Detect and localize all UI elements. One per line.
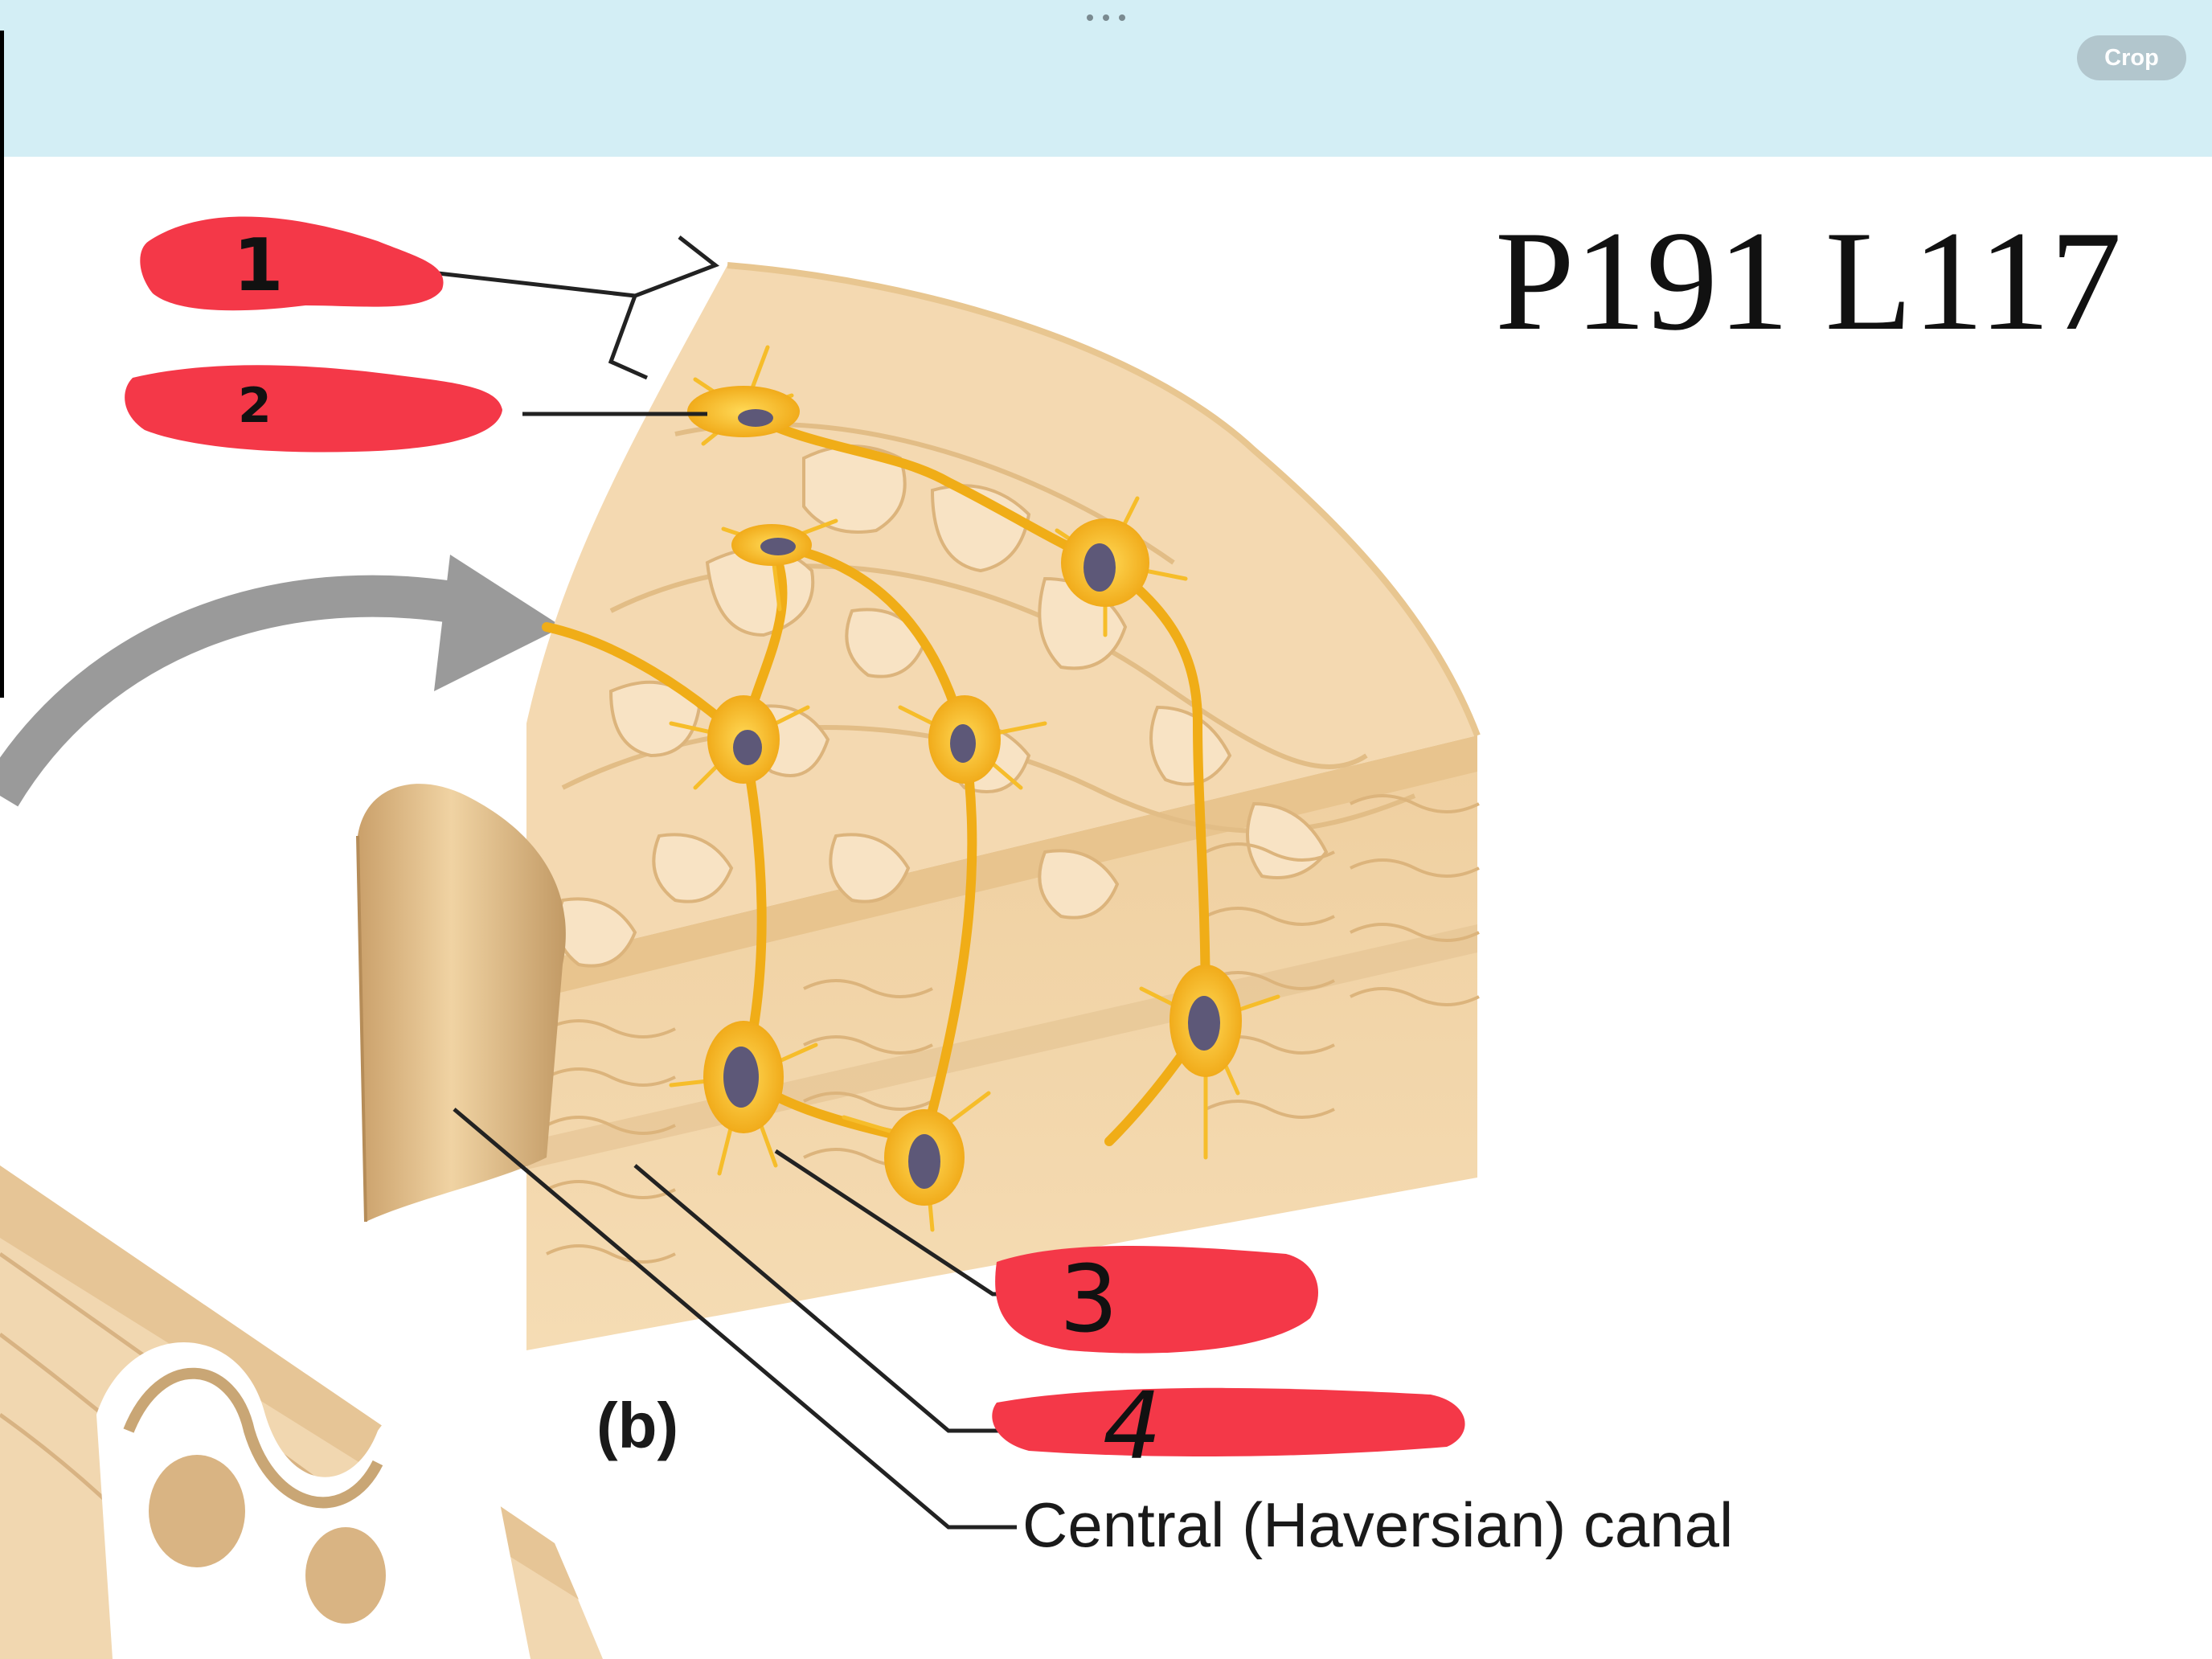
central-canal-label: Central (Haversian) canal bbox=[1022, 1489, 1734, 1560]
redaction-scribbles bbox=[125, 216, 1465, 1456]
osteon-illustration bbox=[0, 216, 1481, 1659]
crop-button[interactable]: Crop bbox=[2077, 35, 2186, 80]
osteocytes bbox=[687, 386, 1242, 1206]
nuclei bbox=[723, 409, 1220, 1189]
label-number-3: 3 bbox=[1059, 1246, 1119, 1354]
label-number-1: 1 bbox=[233, 223, 284, 308]
arrow-shape bbox=[0, 575, 503, 807]
arrow-head bbox=[434, 555, 563, 691]
more-dots-icon[interactable] bbox=[1087, 11, 1125, 23]
label-number-4: 4 bbox=[1103, 1373, 1162, 1481]
leader-lines bbox=[437, 236, 1037, 1530]
top-toolbar: Crop bbox=[0, 0, 2212, 157]
page-code: P191 L117 bbox=[1495, 201, 2122, 360]
compact-bone-fragment bbox=[0, 1165, 603, 1659]
sidebar-edge bbox=[0, 31, 4, 698]
panel-label: (b) bbox=[596, 1390, 679, 1461]
label-number-2: 2 bbox=[238, 378, 272, 434]
central-canal-shape bbox=[358, 784, 566, 1222]
